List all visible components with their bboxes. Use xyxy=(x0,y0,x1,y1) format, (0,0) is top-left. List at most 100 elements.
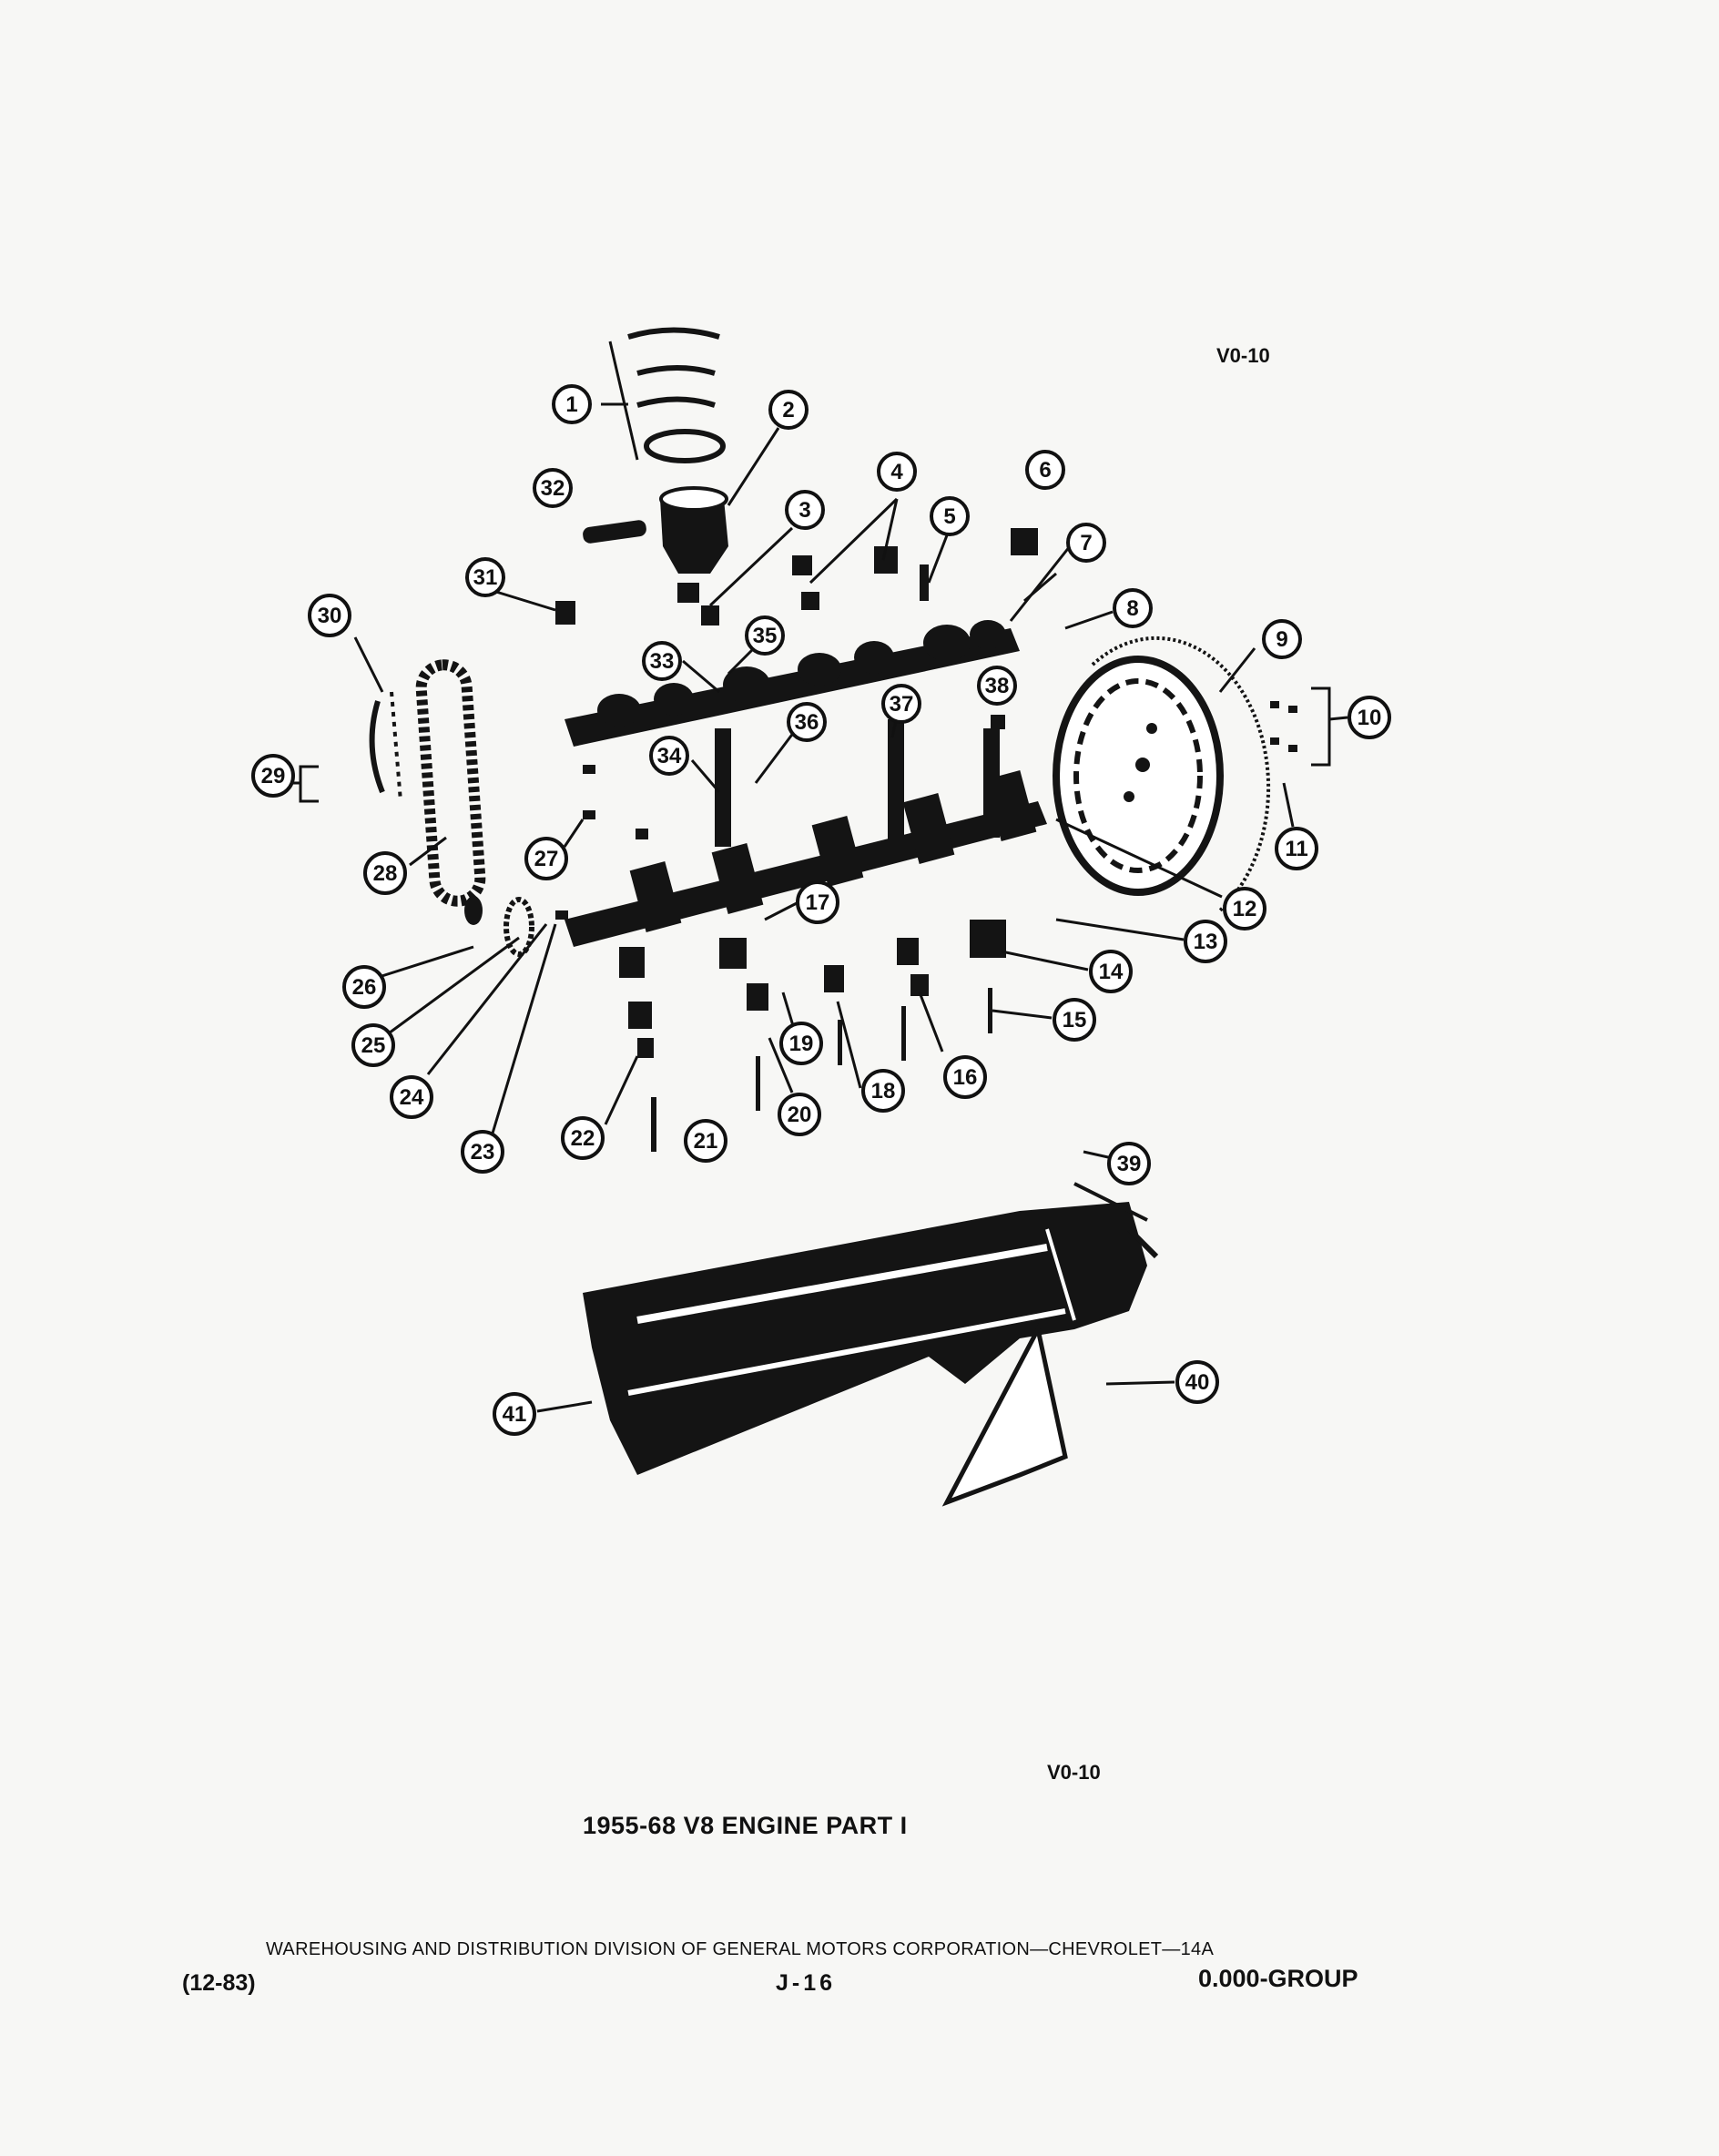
callout-1: 1 xyxy=(552,384,592,424)
footer-group: 0.000-GROUP xyxy=(1198,1965,1358,1992)
svg-text:11: 11 xyxy=(1285,837,1307,861)
svg-text:9: 9 xyxy=(1276,627,1287,652)
callout-3: 3 xyxy=(785,490,825,530)
callout-35: 35 xyxy=(745,615,785,656)
svg-text:24: 24 xyxy=(400,1085,424,1110)
svg-text:37: 37 xyxy=(890,692,914,717)
piston-rings xyxy=(608,327,726,463)
svg-text:36: 36 xyxy=(795,710,819,735)
callout-6: 6 xyxy=(1025,450,1065,490)
svg-text:29: 29 xyxy=(261,764,286,788)
callout-5: 5 xyxy=(930,496,970,536)
svg-text:27: 27 xyxy=(534,847,559,871)
svg-text:7: 7 xyxy=(1080,531,1092,555)
svg-text:38: 38 xyxy=(985,674,1010,698)
oil-pan xyxy=(583,1182,1159,1507)
piston xyxy=(659,486,728,574)
callout-34: 34 xyxy=(649,736,689,776)
svg-text:30: 30 xyxy=(318,604,342,628)
callout-21: 21 xyxy=(684,1119,727,1163)
svg-text:31: 31 xyxy=(473,565,498,590)
callout-9: 9 xyxy=(1262,619,1302,659)
callout-18: 18 xyxy=(861,1069,905,1113)
footer-page-number: J-16 xyxy=(776,1970,837,1996)
svg-text:14: 14 xyxy=(1099,960,1124,984)
callout-23: 23 xyxy=(461,1130,504,1174)
callout-41: 41 xyxy=(493,1392,536,1436)
svg-text:10: 10 xyxy=(1358,706,1382,730)
callout-31: 31 xyxy=(465,557,505,597)
callout-2: 2 xyxy=(768,390,809,430)
callout-38: 38 xyxy=(977,666,1017,706)
piston-pin xyxy=(583,520,646,544)
svg-text:5: 5 xyxy=(943,504,955,529)
callout-15: 15 xyxy=(1053,998,1096,1042)
crank-sprocket-and-key xyxy=(464,896,568,957)
callout-8: 8 xyxy=(1113,588,1153,628)
callout-13: 13 xyxy=(1184,920,1227,963)
figure-title: 1955-68 V8 ENGINE PART I xyxy=(583,1812,908,1839)
callout-27: 27 xyxy=(524,837,568,880)
footer-publisher: WAREHOUSING AND DISTRIBUTION DIVISION OF… xyxy=(266,1939,1215,1959)
callout-7: 7 xyxy=(1066,523,1106,563)
callout-12: 12 xyxy=(1223,887,1266,931)
callout-40: 40 xyxy=(1175,1360,1219,1404)
callout-36: 36 xyxy=(787,702,827,742)
svg-text:39: 39 xyxy=(1117,1152,1142,1176)
svg-text:32: 32 xyxy=(541,476,565,501)
callouts: 1 2 3 4 5 6 7 8 9 10 11 12 13 14 15 16 1… xyxy=(251,384,1391,1436)
callout-20: 20 xyxy=(778,1093,821,1136)
bolts xyxy=(651,988,992,1152)
svg-text:8: 8 xyxy=(1126,596,1138,621)
svg-text:25: 25 xyxy=(361,1033,386,1058)
svg-text:33: 33 xyxy=(650,649,675,674)
callout-28: 28 xyxy=(363,851,407,895)
svg-text:15: 15 xyxy=(1063,1008,1087,1032)
callout-19: 19 xyxy=(779,1022,823,1065)
figure-ref-top: V0-10 xyxy=(1216,344,1270,367)
svg-text:20: 20 xyxy=(788,1103,812,1127)
svg-text:41: 41 xyxy=(503,1402,527,1427)
svg-text:40: 40 xyxy=(1185,1370,1210,1395)
callout-14: 14 xyxy=(1089,950,1133,993)
camshaft xyxy=(565,620,1020,747)
flywheel xyxy=(1053,636,1271,912)
svg-text:17: 17 xyxy=(806,890,830,915)
svg-text:35: 35 xyxy=(753,624,778,648)
svg-text:23: 23 xyxy=(471,1140,495,1164)
callout-33: 33 xyxy=(642,641,682,681)
svg-text:22: 22 xyxy=(571,1126,595,1151)
callout-22: 22 xyxy=(561,1116,605,1160)
svg-text:16: 16 xyxy=(953,1065,978,1090)
callout-26: 26 xyxy=(342,965,386,1009)
svg-text:3: 3 xyxy=(798,498,810,523)
callout-10: 10 xyxy=(1348,696,1391,739)
callout-29: 29 xyxy=(251,754,295,798)
svg-text:1: 1 xyxy=(565,392,577,417)
callout-17: 17 xyxy=(796,880,839,924)
callout-37: 37 xyxy=(881,684,921,724)
callout-11: 11 xyxy=(1275,827,1318,870)
svg-text:4: 4 xyxy=(890,460,903,484)
rocker-parts xyxy=(555,528,1038,625)
callout-30: 30 xyxy=(308,594,351,637)
svg-text:26: 26 xyxy=(352,975,377,1000)
callout-4: 4 xyxy=(877,452,917,492)
svg-text:34: 34 xyxy=(657,744,682,768)
svg-text:19: 19 xyxy=(789,1032,814,1056)
connecting-rods-and-caps xyxy=(619,719,1006,1058)
leader-lines xyxy=(278,402,1348,1413)
footer-date: (12-83) xyxy=(182,1970,256,1996)
callout-24: 24 xyxy=(390,1075,433,1119)
svg-text:6: 6 xyxy=(1039,458,1051,483)
callout-25: 25 xyxy=(351,1023,395,1067)
callout-32: 32 xyxy=(533,468,573,508)
svg-text:12: 12 xyxy=(1233,897,1257,921)
figure-ref-bottom: V0-10 xyxy=(1047,1761,1101,1784)
small-parts xyxy=(583,715,1005,937)
callout-39: 39 xyxy=(1107,1142,1151,1185)
svg-text:2: 2 xyxy=(782,398,794,422)
svg-text:28: 28 xyxy=(373,861,398,886)
svg-text:13: 13 xyxy=(1194,930,1218,954)
